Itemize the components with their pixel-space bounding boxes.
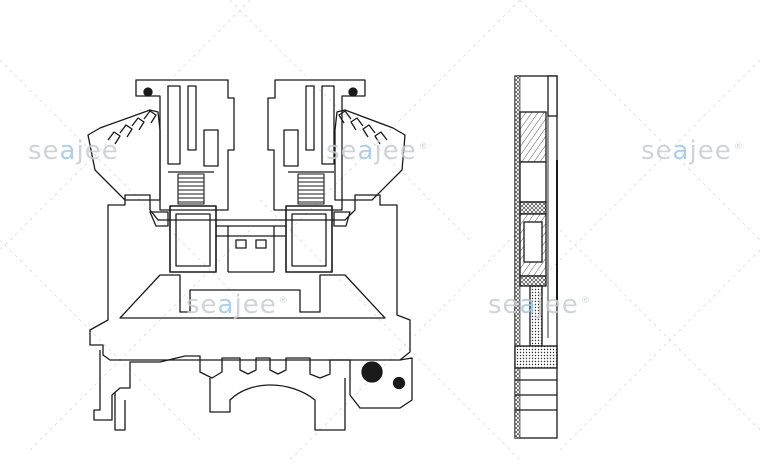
watermark-logo-2: seajee® [326, 136, 429, 166]
right-clamp-cage [285, 205, 333, 273]
right-tower-slot [321, 85, 335, 165]
din-rail-foot [93, 350, 413, 421]
foot-hole-large [361, 361, 383, 383]
left-screw-thread [177, 173, 205, 205]
watermark-logo-4: seajee® [186, 290, 289, 320]
foot-hole-small [392, 376, 406, 390]
left-arm-teeth [107, 110, 157, 145]
watermark-logo-3: seajee® [641, 136, 744, 166]
left-clamp-cage [169, 205, 217, 273]
watermark-grid [0, 0, 760, 461]
right-clamp-arm [334, 109, 406, 201]
side-section-view [514, 75, 558, 439]
left-tower-hole [143, 87, 153, 97]
housing-outline [89, 194, 411, 361]
lower-cavity [119, 274, 386, 319]
watermark-logo-1: seajee [28, 136, 119, 166]
left-screw-tower [135, 79, 235, 211]
left-tower-window [203, 129, 219, 167]
left-tower-slot-2 [187, 85, 197, 151]
right-tower-hole [348, 87, 358, 97]
right-screw-thread [297, 173, 325, 205]
left-tower-slot [167, 85, 181, 165]
watermark-logo-5: seajee® [488, 290, 591, 320]
right-tower-slot-2 [305, 85, 315, 151]
right-tower-window [283, 129, 299, 167]
front-view [87, 79, 413, 431]
right-arm-teeth [338, 110, 388, 145]
right-screw-tower [267, 79, 366, 211]
busbar [216, 225, 286, 273]
